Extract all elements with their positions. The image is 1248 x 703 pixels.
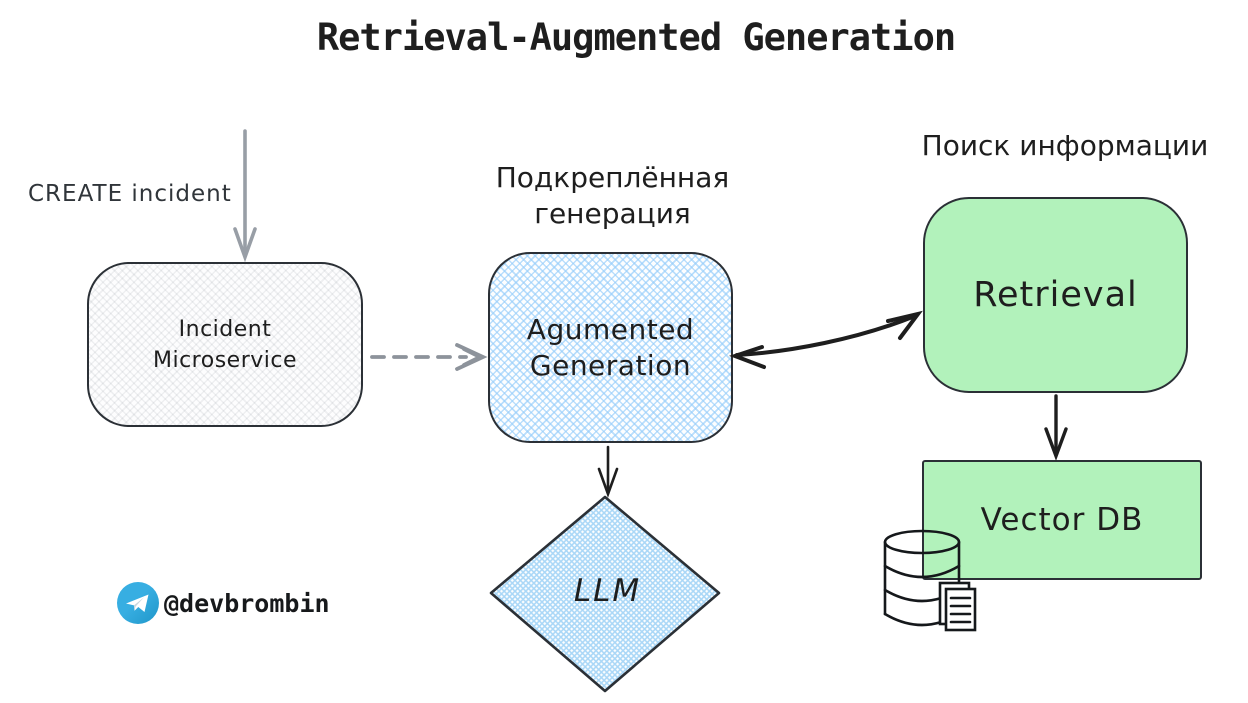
llm-label: LLM [573,573,642,609]
retrieval-caption: Поиск информации [921,129,1209,162]
edge-augmented-retrieval-bidirectional [729,310,923,369]
node-retrieval: Retrieval [923,197,1188,393]
edge-augmented-to-llm [597,445,619,498]
augmented-label-line1: Agumented [526,312,695,346]
retrieval-label: Retrieval [973,275,1138,315]
augmented-caption: Подкреплённая генерация [455,160,770,232]
create-incident-label: CREATE incident [28,181,232,207]
augmented-caption-line1: Подкреплённая [495,161,730,194]
incident-label-line2: Microservice [152,347,297,373]
node-llm-diamond [489,495,721,693]
node-augmented-generation: Agumented Generation [488,252,733,443]
document-icon [938,581,977,632]
watermark-handle: @devbrombin [164,589,330,618]
telegram-icon [117,582,159,624]
incident-label-line1: Incident [178,316,272,342]
edge-create-to-incident [233,129,257,263]
edge-incident-to-augmented [370,343,488,371]
vectordb-label: Vector DB [980,502,1144,538]
node-incident-microservice: Incident Microservice [87,262,363,427]
node-vector-db: Vector DB [922,460,1202,580]
database-icon [883,529,977,632]
augmented-label-line2: Generation [529,348,692,382]
edge-retrieval-to-vectordb [1044,394,1068,461]
augmented-caption-line2: генерация [534,197,691,230]
page-title: Retrieval-Augmented Generation [316,16,956,59]
